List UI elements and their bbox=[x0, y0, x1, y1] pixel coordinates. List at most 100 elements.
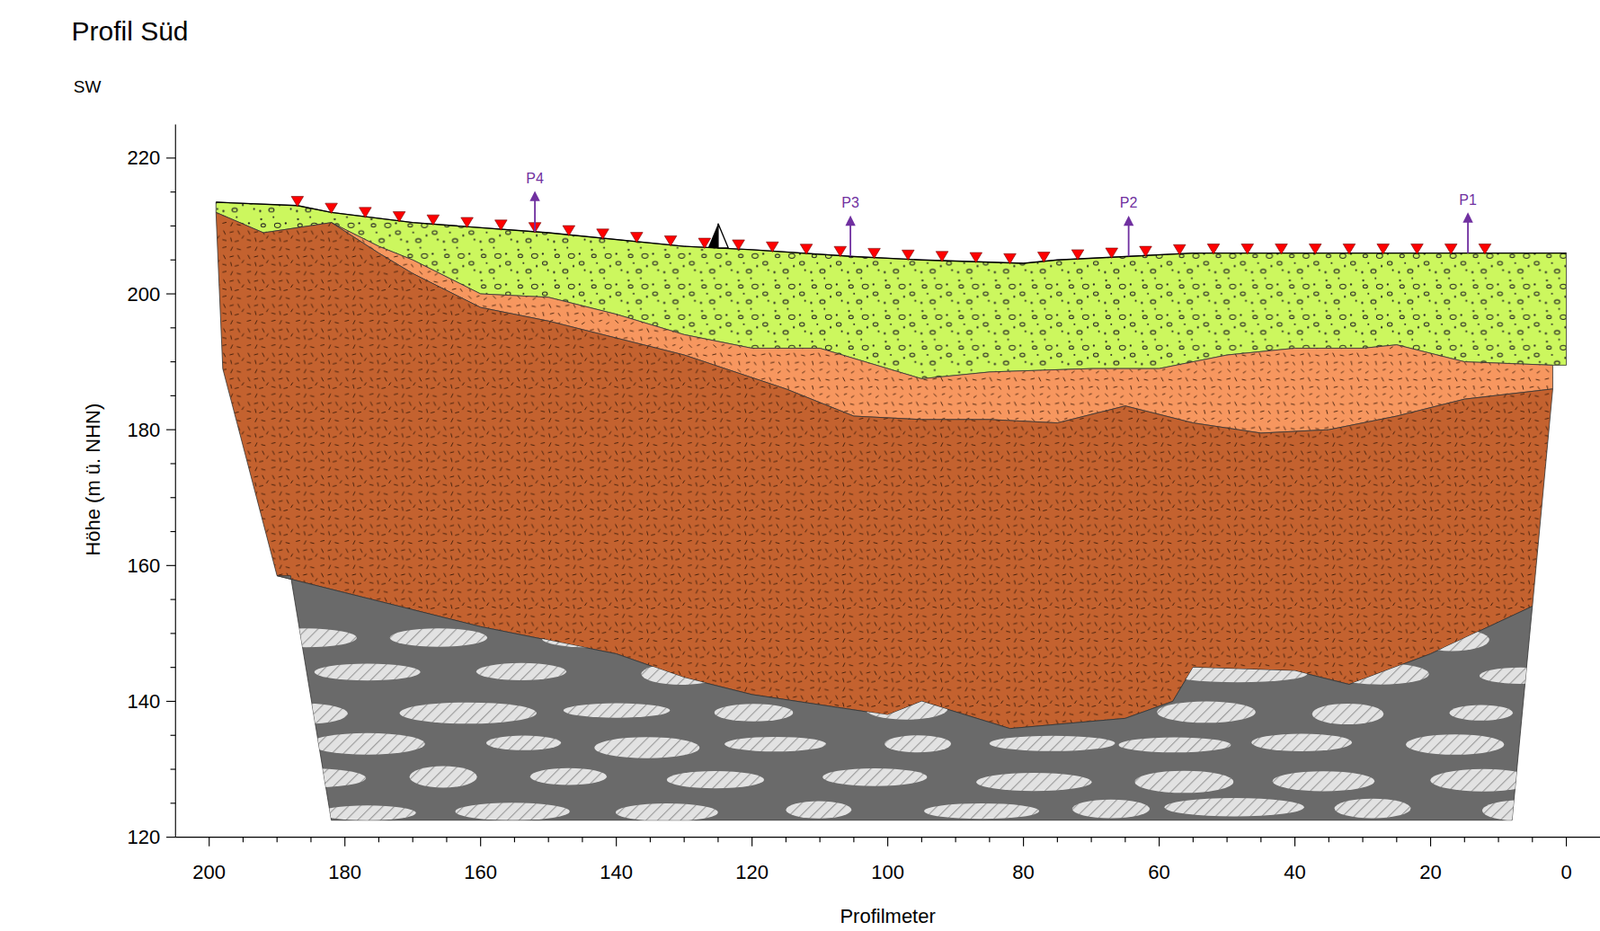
tick-label: 200 bbox=[127, 283, 161, 306]
measurement-point bbox=[834, 246, 847, 257]
tick-label: 220 bbox=[127, 146, 161, 169]
rock-lens bbox=[884, 735, 952, 753]
measurement-point bbox=[630, 232, 643, 243]
x-tick bbox=[514, 837, 516, 844]
rock-lens bbox=[1164, 798, 1305, 818]
measurement-point bbox=[1004, 253, 1017, 264]
rock-lens bbox=[454, 802, 569, 820]
x-tick bbox=[1260, 837, 1262, 844]
rock-lens bbox=[1152, 634, 1224, 653]
y-tick bbox=[170, 395, 177, 397]
x-tick bbox=[1497, 837, 1499, 844]
x-tick bbox=[785, 837, 787, 844]
rock-lens bbox=[1072, 800, 1150, 819]
rock-lens bbox=[1156, 701, 1256, 723]
measurement-point bbox=[325, 203, 338, 214]
rock-lens bbox=[615, 803, 719, 822]
axis-title: Profilmeter bbox=[839, 905, 935, 928]
tick-label: 60 bbox=[1147, 861, 1170, 884]
x-tick bbox=[1158, 837, 1160, 847]
rock-lens bbox=[409, 766, 478, 789]
tick-label: 80 bbox=[1012, 861, 1034, 884]
rock-lens bbox=[530, 768, 607, 786]
rock-lens bbox=[1332, 663, 1430, 685]
tick-label: 20 bbox=[1419, 861, 1441, 884]
measurement-point bbox=[664, 235, 677, 246]
x-tick bbox=[1531, 837, 1533, 844]
rock-lens bbox=[400, 702, 537, 725]
rock-lens bbox=[666, 771, 765, 789]
arrow-shaft bbox=[849, 223, 852, 257]
rock-lens bbox=[390, 628, 488, 647]
point-label: P1 bbox=[1458, 192, 1477, 209]
rock-lens bbox=[822, 768, 927, 787]
x-tick bbox=[1192, 837, 1194, 844]
measurement-point bbox=[1444, 243, 1458, 254]
rock-lens bbox=[476, 663, 567, 681]
rock-lens bbox=[758, 666, 870, 685]
x-tick bbox=[751, 837, 753, 847]
marker-symbol bbox=[708, 223, 719, 249]
y-tick bbox=[166, 293, 176, 294]
x-tick bbox=[853, 837, 854, 844]
arrow-shaft bbox=[1466, 220, 1469, 253]
tick-label: 160 bbox=[127, 554, 161, 578]
tick-label: 140 bbox=[127, 690, 161, 713]
tick-label: 40 bbox=[1283, 861, 1306, 884]
rock-lens bbox=[310, 733, 426, 756]
rock-lens bbox=[563, 703, 670, 719]
rock-lens bbox=[1272, 771, 1375, 792]
x-tick bbox=[1124, 837, 1126, 844]
rock-lens bbox=[693, 632, 809, 649]
x-tick bbox=[480, 837, 481, 847]
rock-lens bbox=[864, 697, 948, 720]
rock-lens bbox=[1251, 733, 1352, 752]
rock-lens bbox=[1168, 665, 1308, 683]
rock-lens bbox=[314, 663, 421, 681]
rock-lens bbox=[987, 635, 1064, 650]
measurement-point bbox=[800, 244, 813, 255]
direction-label: SW bbox=[73, 77, 102, 98]
y-tick bbox=[166, 565, 176, 567]
rock-lens bbox=[1334, 799, 1412, 819]
measurement-point bbox=[1207, 243, 1220, 254]
y-tick bbox=[166, 429, 176, 431]
x-tick bbox=[310, 837, 312, 844]
x-tick bbox=[1565, 837, 1567, 847]
measurement-point bbox=[732, 240, 746, 250]
x-tick bbox=[412, 837, 414, 844]
measurement-point bbox=[1377, 243, 1390, 254]
measurement-point bbox=[901, 249, 915, 260]
y-tick bbox=[170, 191, 177, 193]
rock-lens bbox=[825, 632, 942, 649]
measurement-point bbox=[969, 252, 983, 263]
rock-lens bbox=[724, 737, 827, 752]
tick-label: 120 bbox=[735, 861, 769, 884]
ground-surface bbox=[215, 202, 1566, 264]
rock-lens bbox=[594, 737, 700, 758]
rock-lens bbox=[486, 736, 561, 751]
axis-title: Höhe (m ü. NHN) bbox=[82, 403, 106, 557]
y-tick bbox=[170, 735, 177, 737]
measurement-point bbox=[392, 212, 406, 223]
x-tick bbox=[684, 837, 685, 844]
x-tick bbox=[208, 837, 210, 847]
rock-lens bbox=[640, 663, 722, 685]
rock-lens bbox=[1482, 800, 1569, 822]
measurement-point bbox=[1241, 243, 1254, 254]
x-tick bbox=[955, 837, 957, 844]
chart-title: Profil Süd bbox=[71, 16, 188, 48]
surface-markers bbox=[291, 190, 1492, 264]
y-axis bbox=[175, 124, 177, 837]
measurement-point bbox=[1037, 252, 1050, 263]
x-tick bbox=[581, 837, 583, 844]
x-tick bbox=[1226, 837, 1228, 844]
marker-symbol bbox=[718, 223, 729, 249]
x-tick bbox=[378, 837, 380, 844]
measurement-point bbox=[868, 248, 881, 258]
tick-label: 200 bbox=[192, 861, 226, 884]
measurement-point bbox=[1342, 243, 1356, 254]
measurement-point bbox=[1411, 243, 1424, 254]
measurement-point bbox=[1139, 246, 1153, 257]
rock-lens bbox=[1405, 734, 1504, 756]
